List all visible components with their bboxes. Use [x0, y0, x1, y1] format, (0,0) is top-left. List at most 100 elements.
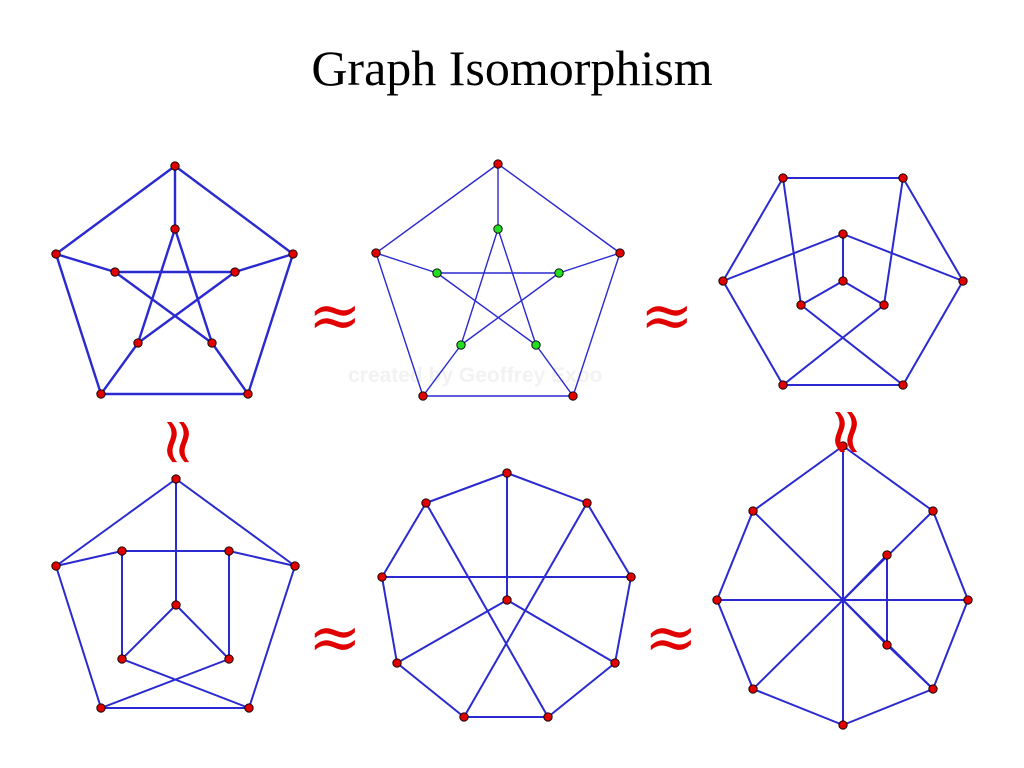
highlighted-vertex [456, 340, 466, 350]
graph-edge [233, 252, 295, 274]
graph-vertex [543, 712, 553, 722]
graph-vertex [51, 561, 61, 571]
graph-vertex [96, 389, 106, 399]
graph-vertex [230, 267, 240, 277]
graph-vertex [898, 380, 908, 390]
graph-edge [752, 599, 844, 690]
highlighted-vertex [531, 340, 541, 350]
graph-vertex [502, 595, 512, 605]
graph-edge [506, 472, 588, 504]
graph-edge [136, 270, 237, 345]
graph-vertex [838, 441, 848, 451]
graph-edge [375, 252, 438, 274]
graph-edge [842, 688, 934, 726]
graph-vertex [626, 572, 636, 582]
graph-edge [842, 599, 888, 646]
graph-vertex [243, 389, 253, 399]
graph-pentagon-star-highlighted [371, 159, 625, 401]
graph-octagon-spoke [712, 441, 973, 730]
graph-vertex [748, 506, 758, 516]
graph-edge [246, 252, 295, 396]
highlighted-vertex [554, 268, 564, 278]
graph-edge [547, 662, 616, 718]
graph-edge [800, 280, 844, 306]
graph-edge [716, 510, 754, 601]
graph-edge [425, 502, 549, 718]
graph-edge [54, 252, 117, 274]
graph-vertex [371, 248, 381, 258]
graph-edge [375, 163, 499, 254]
graph-edge [902, 280, 964, 386]
graph-vertex [838, 276, 848, 286]
graph-vertex [418, 391, 428, 401]
graph-edge [614, 576, 632, 664]
graph-vertex [568, 391, 578, 401]
graph-edge [436, 272, 537, 346]
graph-edge [460, 272, 560, 346]
graph-edge [121, 658, 250, 709]
graph-edge [248, 565, 296, 709]
graph-vertex [459, 712, 469, 722]
graph-vertex [615, 248, 625, 258]
graph-vertex [898, 173, 908, 183]
graph-vertex [748, 684, 758, 694]
graph-vertex [882, 640, 892, 650]
graph-vertex [718, 276, 728, 286]
graph-edge [425, 472, 508, 504]
graph-edge [210, 341, 250, 396]
graph-edge [842, 280, 885, 306]
graph-pentagon-square [51, 474, 300, 713]
graph-edge [572, 252, 621, 397]
graph-edge [586, 502, 632, 578]
graph-edge [497, 163, 621, 254]
graph-edge [842, 445, 934, 512]
highlighted-vertex [432, 268, 442, 278]
highlighted-vertex [493, 224, 503, 234]
graph-edge [506, 599, 616, 664]
graph-edge [535, 344, 574, 397]
graph-edge [752, 688, 844, 726]
graph-edge [375, 252, 424, 397]
graph-nonagon [377, 468, 636, 722]
graph-edge [722, 233, 844, 282]
graph-vertex [712, 595, 722, 605]
graph-edge [55, 550, 123, 567]
graph-edge [55, 478, 177, 567]
graph-vertex [133, 338, 143, 348]
graph-edge [883, 177, 904, 306]
watermark: created by Geoffrey Exoo [348, 364, 603, 387]
isomorphic-symbol-4: ≈ [644, 601, 698, 675]
graph-vertex [582, 498, 592, 508]
graph-edge [173, 227, 214, 345]
graph-vertex [502, 468, 512, 478]
graph-edge [497, 228, 537, 346]
graph-vertex [882, 550, 892, 560]
graph-edge [558, 252, 621, 274]
graph-hexagonal [718, 173, 968, 390]
graph-vertex [290, 561, 300, 571]
graph-vertex [928, 684, 938, 694]
graph-edge [54, 164, 177, 256]
graph-edge [842, 233, 964, 282]
graph-vertex [171, 600, 181, 610]
graph-edge [381, 576, 398, 664]
graph-edge [100, 658, 230, 709]
graph-edge [800, 304, 904, 386]
graph-vertex [51, 249, 61, 259]
graph-vertex [421, 498, 431, 508]
graph-vertex [879, 300, 889, 310]
graph-vertex [928, 506, 938, 516]
graph-edge [722, 280, 784, 386]
graph-edge [54, 252, 103, 396]
isomorphic-symbol-2: ≈ [640, 279, 694, 353]
graph-vertex [392, 658, 402, 668]
isomorphic-symbol-5: ≈ [141, 415, 216, 469]
graph-vertex [96, 703, 106, 713]
graph-vertex [610, 658, 620, 668]
slide-title: Graph Isomorphism [311, 40, 713, 96]
graph-vertex [958, 276, 968, 286]
graph-vertex [778, 380, 788, 390]
graph-vertex [288, 249, 298, 259]
graph-vertex [244, 703, 254, 713]
